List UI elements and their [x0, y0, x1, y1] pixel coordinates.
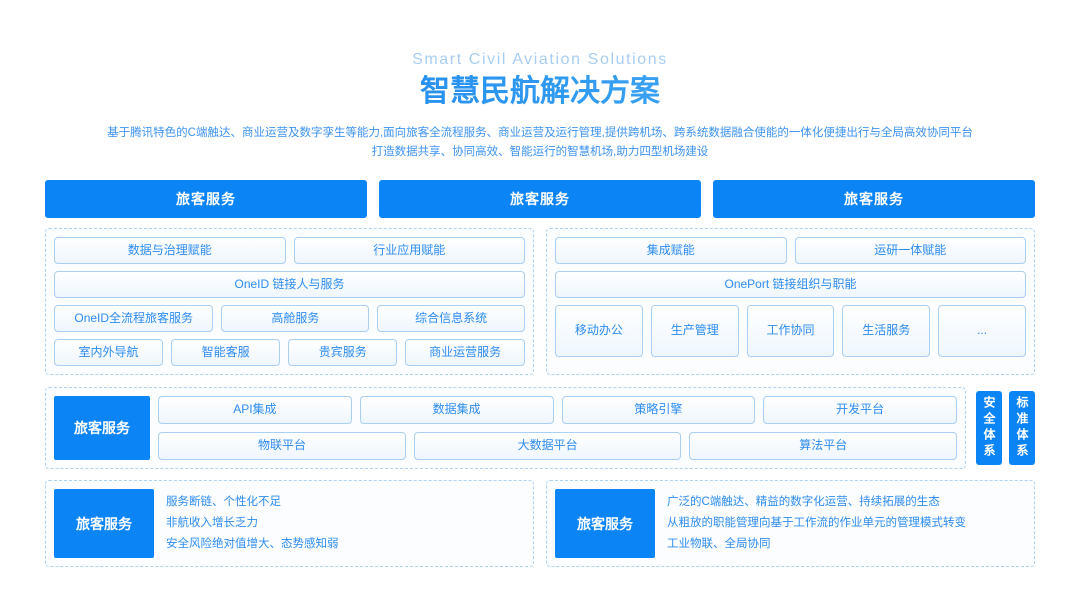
vbar-security-system[interactable]: 安全体系: [976, 391, 1002, 465]
platform-row-2: 物联平台 大数据平台 算法平台: [158, 432, 958, 460]
right-row-1: 集成赋能 运研一体赋能: [555, 237, 1026, 264]
bottom-right-bullets: 广泛的C端触达、精益的数字化运营、持续拓展的生态 从粗放的职能管理向基于工作流的…: [655, 489, 1026, 558]
card-indoor-outdoor-nav[interactable]: 室内外导航: [54, 339, 164, 366]
card-dev-platform[interactable]: 开发平台: [763, 396, 957, 424]
left-row-3: OneID全流程旅客服务 高舱服务 综合信息系统: [54, 305, 525, 332]
card-iot-platform[interactable]: 物联平台: [158, 432, 406, 460]
bottom-right-line-2: 从粗放的职能管理向基于工作流的作业单元的管理模式转变: [667, 517, 966, 529]
bottom-left-label[interactable]: 旅客服务: [54, 489, 154, 558]
vbar-standard-system[interactable]: 标准体系: [1009, 391, 1035, 465]
bottom-left-line-1: 服务断链、个性化不足: [166, 496, 281, 508]
card-ops-research-enable[interactable]: 运研一体赋能: [794, 237, 1026, 264]
top-bar-2[interactable]: 旅客服务: [379, 180, 701, 218]
card-commercial-operation-service[interactable]: 商业运营服务: [405, 339, 526, 366]
card-data-integration[interactable]: 数据集成: [359, 396, 554, 424]
bottom-right-panel: 旅客服务 广泛的C端触达、精益的数字化运营、持续拓展的生态 从粗放的职能管理向基…: [546, 480, 1035, 567]
left-panel-inner: 数据与治理赋能 行业应用赋能 OneID 链接人与服务 OneID全流程旅客服务…: [54, 237, 526, 366]
subtitle-line-1: 基于腾讯特色的C端触达、商业运营及数字孪生等能力,面向旅客全流程服务、商业运营及…: [107, 127, 973, 139]
left-row-1: 数据与治理赋能 行业应用赋能: [54, 237, 525, 264]
platform-cards: API集成 数据集成 策略引擎 开发平台 物联平台 大数据平台 算法平台: [158, 396, 958, 460]
card-industry-app[interactable]: 行业应用赋能: [293, 237, 525, 264]
left-row-2: OneID 链接人与服务: [54, 271, 525, 298]
card-work-collaboration[interactable]: 工作协同: [746, 305, 835, 357]
card-api-integration[interactable]: API集成: [158, 396, 352, 424]
top-bar-3[interactable]: 旅客服务: [713, 180, 1035, 218]
card-oneid-fullprocess[interactable]: OneID全流程旅客服务: [54, 305, 214, 332]
card-more-ellipsis[interactable]: ...: [938, 305, 1026, 357]
bottom-left-inner: 旅客服务 服务断链、个性化不足 非航收入增长乏力 安全风险绝对值增大、态势感知弱: [54, 489, 525, 558]
bottom-right-label[interactable]: 旅客服务: [555, 489, 655, 558]
bottom-left-line-3: 安全风险绝对值增大、态势感知弱: [166, 538, 339, 550]
platform-row-1: API集成 数据集成 策略引擎 开发平台: [158, 396, 957, 424]
card-integrated-info[interactable]: 综合信息系统: [377, 305, 525, 332]
english-title: Smart Civil Aviation Solutions: [412, 51, 668, 68]
card-vip-service[interactable]: 贵宾服务: [288, 339, 398, 366]
bottom-left-line-2: 非航收入增长乏力: [166, 517, 258, 529]
right-capability-panel: 集成赋能 运研一体赋能 OnePort 链接组织与职能 移动办公 生产管理 工作…: [546, 228, 1035, 375]
page-title: 智慧民航解决方案: [0, 72, 1080, 112]
bottom-right-line-3: 工业物联、全局协同: [667, 538, 771, 550]
bottom-row: 旅客服务 服务断链、个性化不足 非航收入增长乏力 安全风险绝对值增大、态势感知弱…: [45, 480, 1035, 567]
card-algorithm-platform[interactable]: 算法平台: [689, 432, 958, 460]
platform-panel: 旅客服务 API集成 数据集成 策略引擎 开发平台 物联平台 大数据平台 算法平…: [45, 387, 966, 469]
card-cabin-service[interactable]: 高舱服务: [221, 305, 370, 332]
card-data-governance[interactable]: 数据与治理赋能: [54, 237, 286, 264]
card-integration-enable[interactable]: 集成赋能: [555, 237, 787, 264]
card-life-service[interactable]: 生活服务: [842, 305, 931, 357]
page-header: Smart Civil Aviation Solutions 智慧民航解决方案 …: [0, 0, 1080, 162]
bottom-left-panel: 旅客服务 服务断链、个性化不足 非航收入增长乏力 安全风险绝对值增大、态势感知弱: [45, 480, 534, 567]
left-capability-panel: 数据与治理赋能 行业应用赋能 OneID 链接人与服务 OneID全流程旅客服务…: [45, 228, 534, 375]
subtitle-line-2: 打造数据共享、协同高效、智能运行的智慧机场,助力四型机场建设: [371, 146, 709, 158]
system-vertical-bars: 安全体系 标准体系: [976, 387, 1035, 469]
card-oneport-link[interactable]: OnePort 链接组织与职能: [555, 271, 1026, 298]
capability-panels: 数据与治理赋能 行业应用赋能 OneID 链接人与服务 OneID全流程旅客服务…: [45, 228, 1035, 375]
left-row-4: 室内外导航 智能客服 贵宾服务 商业运营服务: [54, 339, 526, 366]
bottom-right-line-1: 广泛的C端触达、精益的数字化运营、持续拓展的生态: [667, 496, 940, 508]
card-smart-customer-service[interactable]: 智能客服: [171, 339, 281, 366]
platform-row: 旅客服务 API集成 数据集成 策略引擎 开发平台 物联平台 大数据平台 算法平…: [45, 387, 1035, 469]
top-bar-1[interactable]: 旅客服务: [45, 180, 367, 218]
right-row-2: OnePort 链接组织与职能: [555, 271, 1026, 298]
card-bigdata-platform[interactable]: 大数据平台: [413, 432, 682, 460]
card-production-management[interactable]: 生产管理: [650, 305, 739, 357]
card-oneid-link[interactable]: OneID 链接人与服务: [54, 271, 525, 298]
bottom-right-inner: 旅客服务 广泛的C端触达、精益的数字化运营、持续拓展的生态 从粗放的职能管理向基…: [555, 489, 1026, 558]
page-subtitle: 基于腾讯特色的C端触达、商业运营及数字孪生等能力,面向旅客全流程服务、商业运营及…: [55, 124, 1025, 162]
card-mobile-office[interactable]: 移动办公: [555, 305, 643, 357]
card-policy-engine[interactable]: 策略引擎: [561, 396, 756, 424]
platform-side-label[interactable]: 旅客服务: [54, 396, 150, 460]
right-row-3: 移动办公 生产管理 工作协同 生活服务 ...: [555, 305, 1026, 357]
bottom-left-bullets: 服务断链、个性化不足 非航收入增长乏力 安全风险绝对值增大、态势感知弱: [154, 489, 525, 558]
top-bar-row: 旅客服务 旅客服务 旅客服务: [45, 180, 1035, 218]
right-panel-inner: 集成赋能 运研一体赋能 OnePort 链接组织与职能 移动办公 生产管理 工作…: [555, 237, 1026, 357]
content-wrapper: 旅客服务 旅客服务 旅客服务 数据与治理赋能 行业应用赋能 OneID 链接人与…: [45, 180, 1035, 567]
